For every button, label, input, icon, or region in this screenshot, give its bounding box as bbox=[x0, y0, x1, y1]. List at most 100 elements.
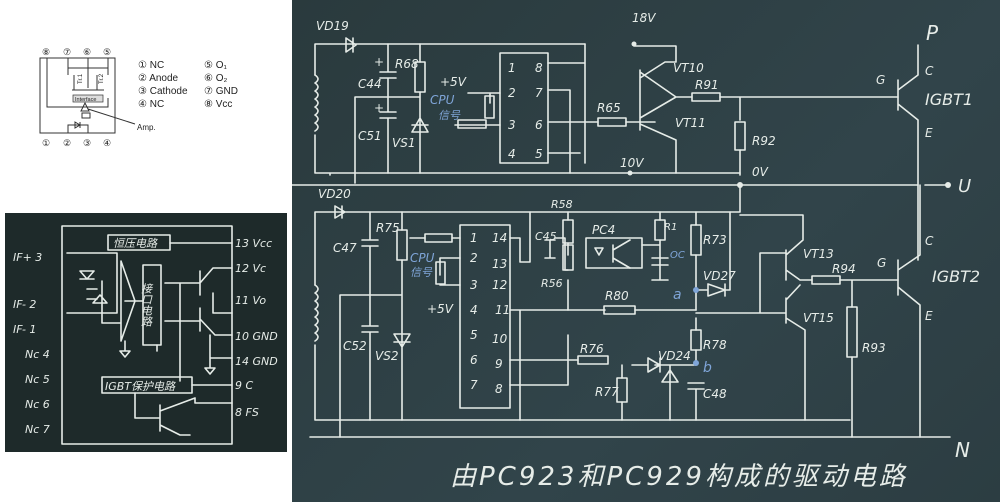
vd27-label: VD27 bbox=[703, 269, 736, 283]
igbt1-symbol bbox=[292, 44, 946, 186]
ic1-pin4: 4 bbox=[508, 147, 516, 161]
pin-9-c: 9 C bbox=[235, 379, 253, 392]
interface-block bbox=[72, 94, 104, 103]
fs-transistor bbox=[134, 384, 233, 436]
r1-label: R1 bbox=[664, 222, 677, 233]
igbt2-collector-label: C bbox=[925, 234, 934, 248]
plus5v-label-lower: +5V bbox=[427, 302, 454, 316]
ic1-pin7: 7 bbox=[535, 86, 543, 100]
pin-if-minus-2: IF- 2 bbox=[13, 298, 36, 311]
plus-c51: + bbox=[374, 101, 384, 115]
chip-block-svg: 恒压电路 接口电路 IGBT保护电路 IF+ 3 IF- 2 IF- 1 Nc … bbox=[13, 225, 278, 445]
node-a bbox=[693, 287, 699, 293]
ic2-pin1: 1 bbox=[470, 231, 478, 245]
ic1-pin5: 5 bbox=[535, 147, 543, 161]
vs2-label: VS2 bbox=[375, 349, 398, 363]
r73-resistor bbox=[690, 224, 702, 256]
pin-1: ① bbox=[42, 138, 50, 148]
ic2-pin9: 9 bbox=[495, 357, 503, 371]
r68-label: R68 bbox=[395, 57, 419, 71]
cpu-label-lower: CPU bbox=[410, 251, 435, 265]
lower-right-network bbox=[621, 211, 731, 421]
upper-rails bbox=[314, 37, 741, 176]
ic2-pin11: 11 bbox=[495, 303, 510, 317]
terminal-p-label: P bbox=[926, 21, 939, 45]
pin-nc-6: Nc 6 bbox=[25, 398, 50, 411]
r56-resistor bbox=[562, 244, 574, 271]
transformer-coil-upper bbox=[314, 74, 319, 132]
r73-label: R73 bbox=[703, 233, 727, 247]
r80-label: R80 bbox=[605, 289, 629, 303]
r65-label: R65 bbox=[597, 101, 621, 115]
igbt1-gate-label: G bbox=[876, 73, 885, 87]
amplifier-icon bbox=[80, 101, 136, 125]
pin-5: ⑤ bbox=[103, 47, 111, 57]
r65-resistor bbox=[597, 117, 627, 127]
ic1-pin6: 6 bbox=[535, 118, 543, 132]
ic1-pin1: 1 bbox=[508, 61, 516, 75]
pin-8: ⑧ bbox=[42, 47, 50, 57]
vt13-label: VT13 bbox=[803, 247, 834, 261]
input-resistor-upper-2 bbox=[457, 119, 487, 129]
igbt1-emitter-label: E bbox=[925, 126, 933, 140]
amp-label: Amp. bbox=[137, 123, 156, 132]
r1-resistor bbox=[654, 219, 666, 241]
transformer-coil-lower bbox=[314, 284, 319, 342]
internal-wiring bbox=[46, 58, 109, 108]
r91-resistor bbox=[691, 92, 721, 102]
legend-pin8: ⑧ Vcc bbox=[204, 99, 232, 110]
datasheet-pin-diagram: ⑧ ⑦ ⑥ ⑤ ① ② ③ ④ Interface Tr.1 Tr.2 Amp.… bbox=[0, 0, 290, 210]
vs1-label: VS1 bbox=[392, 136, 415, 150]
pin-nc-5: Nc 5 bbox=[25, 373, 50, 386]
ic1-pin8: 8 bbox=[535, 61, 543, 75]
input-resistor-upper bbox=[484, 95, 495, 119]
vt15-label: VT15 bbox=[803, 311, 834, 325]
r75-label: R75 bbox=[376, 221, 400, 235]
optocoupler-and-amp bbox=[66, 242, 233, 342]
r77-resistor bbox=[616, 377, 628, 403]
oc-label: OC bbox=[670, 250, 685, 261]
r78-label: R78 bbox=[703, 338, 727, 352]
node-10v bbox=[627, 170, 633, 176]
r77-label: R77 bbox=[595, 385, 619, 399]
vt11-label: VT11 bbox=[675, 116, 706, 130]
driver-circuit-svg: VD19 C44 C51 + + R68 VS1 +5V CPU 信号 1 2 … bbox=[292, 11, 980, 492]
r92-label: R92 bbox=[752, 134, 776, 148]
igbt2-gate-label: G bbox=[877, 256, 886, 270]
output-stage bbox=[119, 267, 233, 382]
pin-if-plus-3: IF+ 3 bbox=[13, 251, 42, 264]
10v-label: 10V bbox=[620, 156, 644, 170]
node-b-label: b bbox=[703, 360, 712, 376]
circuit-title: 由PC923和PC929构成的驱动电路 bbox=[450, 462, 908, 492]
vd24-label: VD24 bbox=[658, 349, 691, 363]
pin-nc-4: Nc 4 bbox=[25, 348, 50, 361]
r92-resistor bbox=[734, 121, 746, 151]
r75-resistor bbox=[396, 229, 408, 261]
c45-r58-r56 bbox=[544, 211, 569, 311]
legend-pin7: ⑦ GND bbox=[204, 86, 238, 97]
r58-label: R58 bbox=[551, 198, 573, 211]
regulator-label: 恒压电路 bbox=[113, 237, 158, 250]
pin-13-vcc: 13 Vcc bbox=[235, 237, 272, 250]
lower-caps-zener bbox=[339, 211, 411, 438]
legend-pin4: ④ NC bbox=[138, 99, 164, 110]
terminal-u-label: U bbox=[958, 176, 971, 197]
r76-label: R76 bbox=[580, 342, 604, 356]
r68-resistor bbox=[414, 61, 426, 93]
pin-10-gnd: 10 GND bbox=[235, 330, 278, 343]
igbt2-emitter-label: E bbox=[925, 309, 933, 323]
igbt1-collector-label: C bbox=[925, 64, 934, 78]
ic1-pin2: 2 bbox=[508, 86, 516, 100]
pin-12-vc: 12 Vc bbox=[235, 262, 266, 275]
pin-7: ⑦ bbox=[63, 47, 71, 57]
lower-driver: VD20 C47 C52 R75 VS2 CPU 信号 +5V 1 2 3 4 … bbox=[309, 184, 980, 462]
pc4-optocoupler bbox=[585, 237, 643, 269]
ic2-pin3: 3 bbox=[470, 278, 478, 292]
vd19-label: VD19 bbox=[316, 19, 349, 33]
vt10-label: VT10 bbox=[673, 61, 704, 75]
c47-label: C47 bbox=[333, 241, 357, 255]
tr2-label: Tr.2 bbox=[99, 73, 105, 84]
input-resistor-lower bbox=[424, 233, 453, 243]
igbt2-label: IGBT2 bbox=[932, 267, 980, 286]
r80-resistor bbox=[603, 305, 636, 315]
